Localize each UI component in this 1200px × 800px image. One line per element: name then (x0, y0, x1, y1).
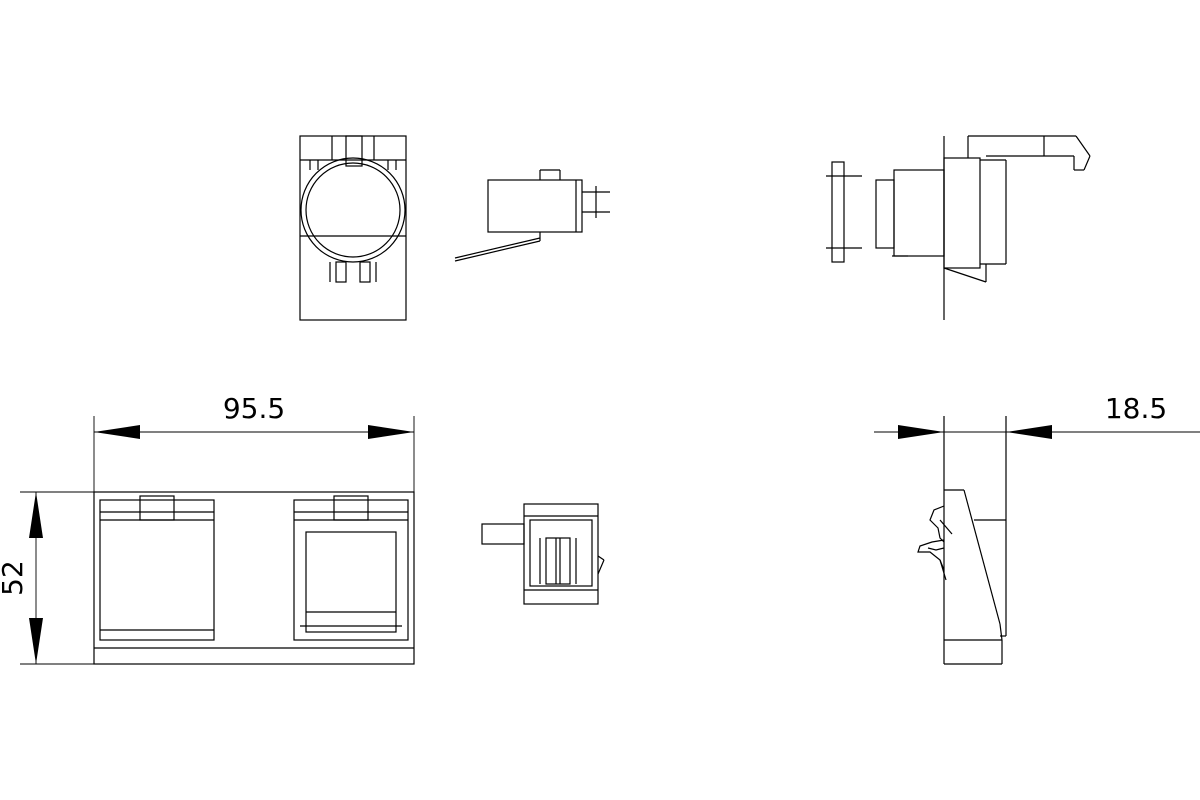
module-front-view (299, 135, 407, 321)
assembly-side-view (826, 135, 1091, 320)
height-label: 52 (0, 560, 29, 596)
arrow-down (29, 618, 43, 664)
module-top-view (481, 503, 605, 605)
arrow-left (94, 425, 140, 439)
arrow-left (1006, 425, 1052, 439)
module-side-view-lever (454, 169, 610, 262)
arrow-right (898, 425, 944, 439)
arrow-up (29, 492, 43, 538)
depth-label: 18.5 (1105, 392, 1167, 425)
faceplate-front-view (93, 491, 415, 665)
width-label: 95.5 (223, 392, 285, 425)
dimension-width: 95.5 (93, 392, 415, 492)
faceplate-side-view (917, 416, 1007, 665)
arrow-right (368, 425, 414, 439)
dimension-height: 52 (0, 491, 94, 665)
dimension-depth: 18.5 (874, 392, 1200, 439)
